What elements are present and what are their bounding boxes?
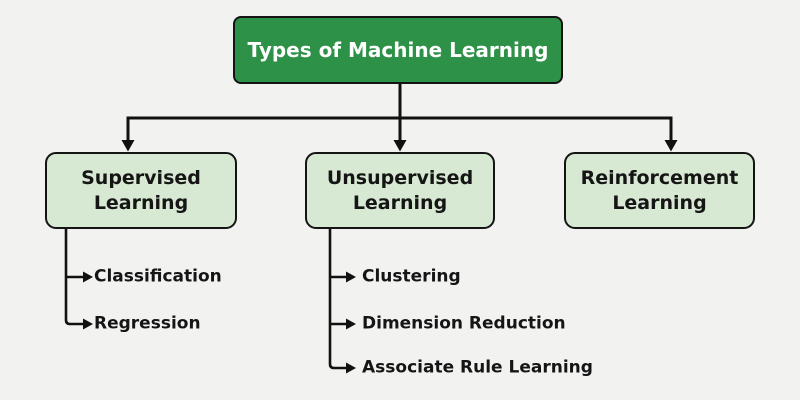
node-supervised-learning: Supervised Learning [45,152,237,229]
supervised-spine-line [64,229,84,326]
arrowhead-regression [83,318,93,330]
arrowhead-center [393,140,407,152]
leaf-classification: Classification [94,266,222,287]
arrowhead-classification [83,271,93,283]
leaf-clustering: Clustering [362,266,461,287]
arrowhead-clustering [346,271,356,283]
node-reinforcement-learning: Reinforcement Learning [564,152,755,229]
unsupervised-spine-line [328,229,347,370]
leaf-associate-rule-learning: Associate Rule Learning [362,357,593,378]
leaf-regression: Regression [94,313,201,334]
leaf-dimension-reduction: Dimension Reduction [362,313,566,334]
arrowhead-left [121,140,135,152]
node-unsupervised-learning: Unsupervised Learning [305,152,495,229]
arrowhead-dimension-reduction [346,318,356,330]
arrowhead-right [664,140,678,152]
node-types-of-machine-learning: Types of Machine Learning [233,16,563,84]
arrowhead-associate-rule-learning [346,362,356,374]
